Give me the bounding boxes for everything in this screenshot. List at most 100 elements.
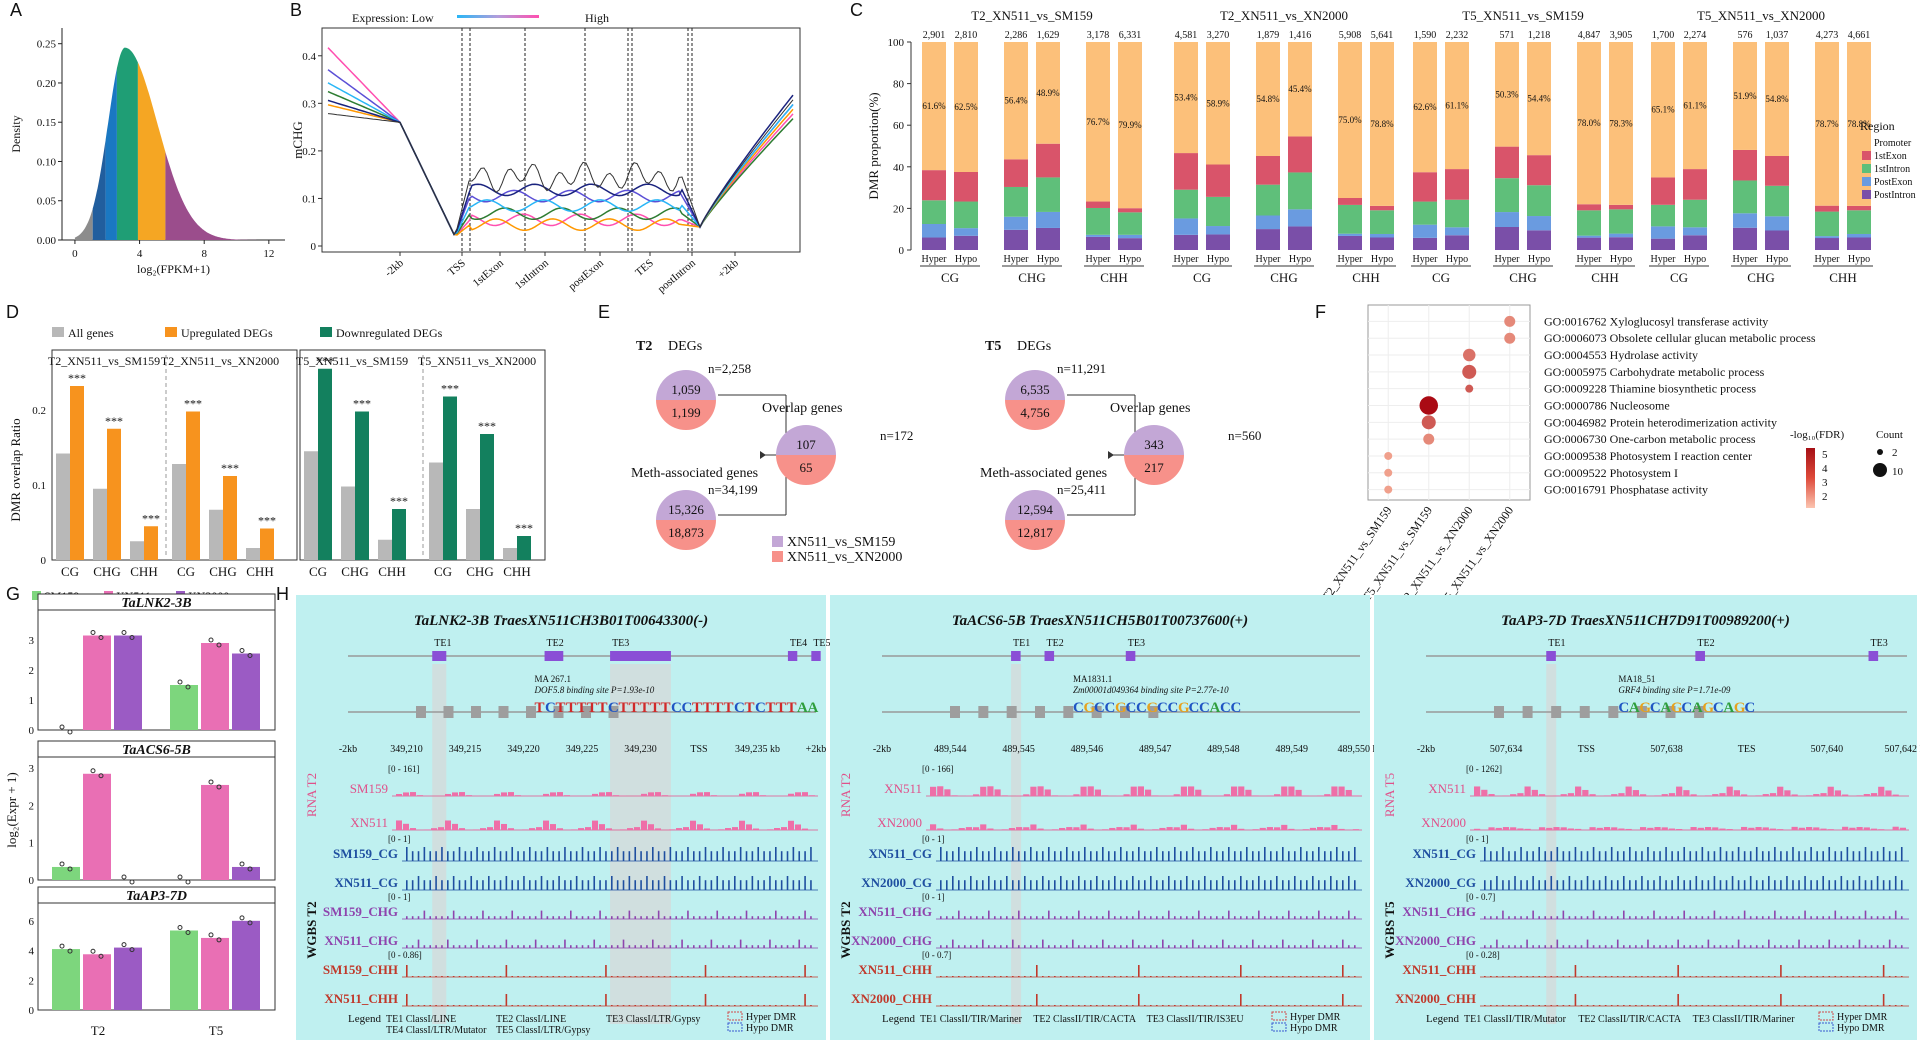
wgbs-signal bbox=[1671, 1005, 1673, 1006]
direction-label: Hyper bbox=[1577, 254, 1603, 265]
wgbs-signal bbox=[940, 916, 942, 919]
wgbs-signal bbox=[716, 910, 719, 919]
wgbs-signal bbox=[1586, 976, 1589, 977]
dmr-count-label: 4,273 bbox=[1816, 30, 1839, 41]
wgbs-signal bbox=[1695, 945, 1698, 948]
y-tick-label: 0.2 bbox=[32, 405, 46, 417]
motif-base: C bbox=[1126, 700, 1137, 716]
wgbs-signal bbox=[616, 880, 619, 890]
y-tick-label: 2 bbox=[29, 800, 35, 812]
wgbs-signal bbox=[1108, 1005, 1110, 1006]
wgbs-signal bbox=[452, 976, 455, 977]
wgbs-signal bbox=[1870, 945, 1873, 948]
wgbs-signal bbox=[1532, 945, 1534, 948]
pie-top-value: 1,059 bbox=[671, 382, 700, 397]
wgbs-signal bbox=[946, 976, 948, 977]
exon-block bbox=[1063, 706, 1074, 718]
wgbs-signal bbox=[564, 916, 566, 919]
wgbs-signal bbox=[1731, 916, 1734, 919]
overlap-label: Overlap genes bbox=[762, 401, 842, 416]
wgbs-signal bbox=[652, 847, 654, 861]
wgbs-signal bbox=[757, 880, 760, 890]
rna-coverage bbox=[1618, 828, 1625, 830]
rna-range: [0 - 1262] bbox=[1466, 764, 1502, 774]
wgbs-signal bbox=[804, 851, 806, 861]
coordinate-label: 349,210 bbox=[390, 744, 423, 755]
wgbs-signal bbox=[1246, 880, 1248, 890]
wgbs-signal bbox=[552, 976, 555, 977]
region-legend-label: 1stIntron bbox=[1874, 164, 1910, 175]
wgbs-signal bbox=[482, 945, 484, 948]
count-legend-title: Count bbox=[1876, 429, 1903, 441]
wgbs-signal bbox=[1725, 916, 1728, 919]
pie-top-half bbox=[1005, 370, 1065, 400]
wgbs-signal bbox=[1695, 851, 1698, 861]
wgbs-signal bbox=[1683, 880, 1686, 890]
stacked-segment bbox=[1004, 186, 1028, 217]
motif-base: A bbox=[1660, 700, 1671, 716]
wgbs-signal bbox=[464, 976, 467, 977]
rna-coverage bbox=[634, 827, 640, 830]
wgbs-signal bbox=[1000, 1005, 1002, 1006]
motif-base: G bbox=[1702, 700, 1714, 716]
go-term-label: GO:0006073 Obsolete cellular glucan meta… bbox=[1544, 331, 1816, 345]
coordinate-label: -2kb bbox=[873, 744, 891, 755]
wgbs-signal bbox=[429, 916, 432, 919]
wgbs-signal bbox=[1024, 945, 1026, 948]
wgbs-signal bbox=[1222, 1005, 1224, 1006]
wgbs-signal bbox=[792, 916, 795, 919]
wgbs-signal bbox=[1604, 916, 1607, 919]
motif-base: T bbox=[787, 700, 797, 716]
wgbs-signal bbox=[1641, 945, 1643, 948]
wgbs-signal bbox=[763, 851, 765, 861]
wgbs-signal bbox=[564, 939, 566, 948]
te-label: TE3 bbox=[612, 638, 629, 649]
rna-section-label: RNA T5 bbox=[1382, 773, 1397, 817]
rna-coverage bbox=[1152, 795, 1159, 796]
wgbs-signal bbox=[1054, 880, 1056, 890]
wgbs-signal bbox=[611, 851, 613, 861]
y-tick-label: 0 bbox=[29, 1005, 35, 1017]
wgbs-signal bbox=[581, 880, 584, 890]
wgbs-signal bbox=[1060, 945, 1062, 948]
wgbs-signal bbox=[1671, 851, 1673, 861]
wgbs-signal bbox=[1604, 945, 1607, 948]
wgbs-signal bbox=[652, 1005, 654, 1006]
region-legend-label: 1stExon bbox=[1874, 151, 1907, 162]
wgbs-signal bbox=[646, 976, 648, 977]
wgbs-signal bbox=[1270, 1005, 1272, 1006]
direction-label: Hypo bbox=[1610, 254, 1632, 265]
te-block bbox=[787, 651, 798, 661]
wgbs-signal bbox=[1598, 945, 1601, 948]
rna-coverage bbox=[1109, 827, 1116, 830]
wgbs-signal bbox=[1550, 916, 1553, 919]
rna-coverage bbox=[1102, 795, 1109, 796]
y-tick-label: 80 bbox=[893, 79, 905, 91]
wgbs-signal bbox=[1186, 876, 1188, 890]
rna-coverage bbox=[1690, 794, 1697, 796]
overlap-n: n=172 bbox=[880, 428, 913, 443]
rna-coverage bbox=[1517, 828, 1524, 830]
wgbs-signal bbox=[1852, 945, 1855, 948]
motif-base: A bbox=[797, 700, 808, 716]
wgbs-signal bbox=[1484, 847, 1486, 861]
go-term-label: GO:0000786 Nucleosome bbox=[1544, 399, 1670, 413]
wgbs-signal bbox=[994, 880, 996, 890]
wgbs-signal bbox=[1132, 939, 1134, 948]
rna-coverage bbox=[676, 828, 682, 830]
wgbs-signal bbox=[1894, 851, 1897, 861]
stacked-segment bbox=[1527, 42, 1551, 156]
replicate-point bbox=[216, 937, 222, 943]
exon-block bbox=[1494, 706, 1504, 718]
wgbs-signal bbox=[1816, 1005, 1818, 1006]
rna-coverage bbox=[1059, 827, 1066, 830]
rna-coverage bbox=[1331, 786, 1338, 796]
motif-base: T bbox=[598, 700, 608, 716]
wgbs-signal bbox=[734, 916, 736, 919]
wgbs-signal bbox=[499, 880, 502, 890]
wgbs-signal bbox=[435, 851, 437, 861]
wgbs-signal bbox=[1659, 945, 1661, 948]
wgbs-signal bbox=[570, 910, 572, 919]
wgbs-signal bbox=[952, 876, 954, 890]
